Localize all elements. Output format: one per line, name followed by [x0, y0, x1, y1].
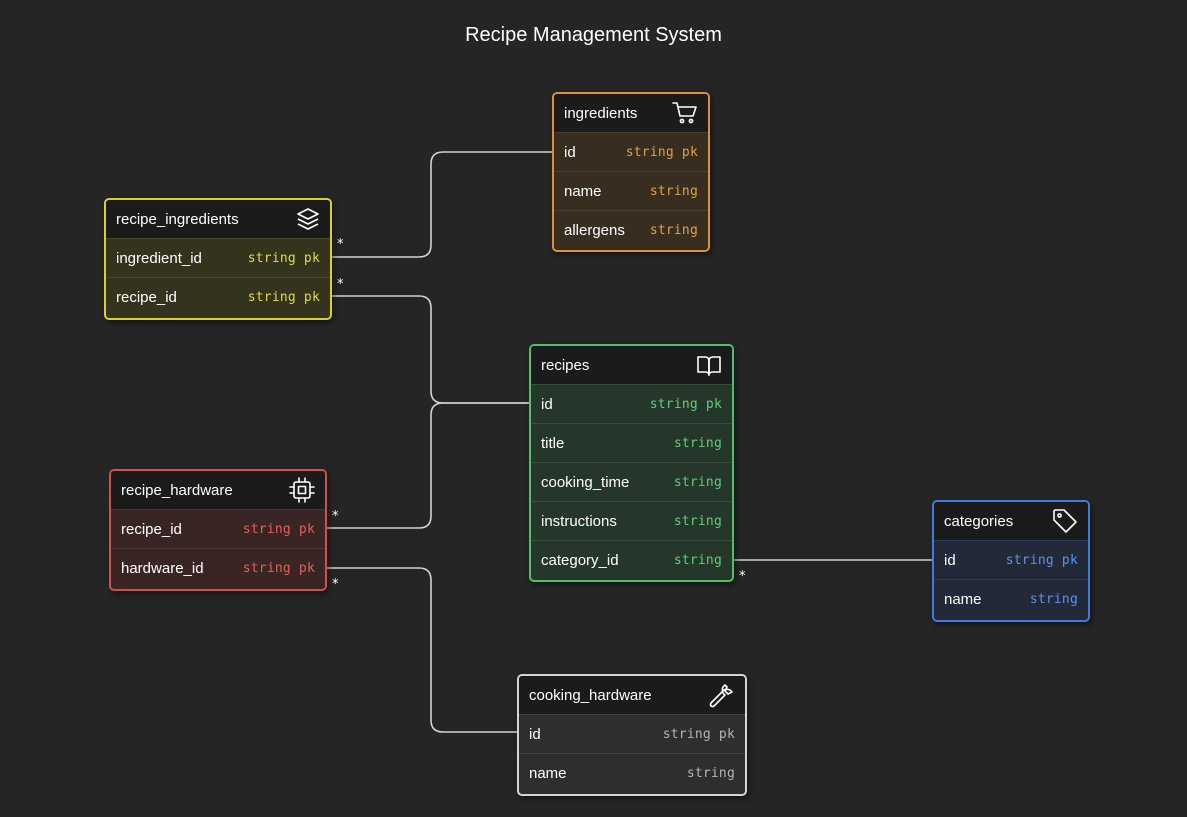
entity-header[interactable]: recipe_ingredients: [106, 200, 330, 238]
field-name: name: [564, 182, 602, 200]
field-type: string: [1029, 591, 1078, 607]
entity-title: recipes: [541, 356, 590, 374]
field-type: string: [686, 765, 735, 781]
entity-title: recipe_ingredients: [116, 210, 239, 228]
entity-header[interactable]: recipes: [531, 346, 732, 384]
field-row[interactable]: allergens string: [554, 210, 708, 249]
layers-icon: [296, 207, 320, 231]
link-ri-recipe-id: [327, 295, 532, 404]
link-hardware-id: [322, 567, 520, 733]
tag-icon: [1052, 508, 1078, 534]
entity-recipes[interactable]: recipes id string pk title string cookin…: [529, 344, 734, 582]
entity-title: ingredients: [564, 104, 638, 122]
field-type: string pk: [242, 521, 315, 537]
field-name: ingredient_id: [116, 249, 202, 267]
field-type: string: [673, 435, 722, 451]
entity-header[interactable]: cooking_hardware: [519, 676, 745, 714]
cardinality-label: *: [337, 237, 344, 252]
field-row[interactable]: name string: [554, 171, 708, 210]
field-row[interactable]: instructions string: [531, 501, 732, 540]
entity-title: recipe_hardware: [121, 481, 233, 499]
field-type: string pk: [242, 560, 315, 576]
field-type: string pk: [649, 396, 722, 412]
entity-title: cooking_hardware: [529, 686, 652, 704]
field-type: string: [673, 474, 722, 490]
field-name: id: [529, 725, 541, 743]
field-row[interactable]: ingredient_id string pk: [106, 238, 330, 277]
field-name: title: [541, 434, 565, 452]
field-row[interactable]: hardware_id string pk: [111, 548, 325, 587]
field-row[interactable]: name string: [934, 579, 1088, 618]
field-type: string: [649, 222, 698, 238]
field-type: string pk: [662, 726, 735, 742]
field-name: name: [529, 764, 567, 782]
entity-cooking-hardware[interactable]: cooking_hardware id string pk name strin…: [517, 674, 747, 796]
entity-header[interactable]: ingredients: [554, 94, 708, 132]
field-name: recipe_id: [116, 288, 177, 306]
field-name: instructions: [541, 512, 617, 530]
field-row[interactable]: id string pk: [531, 384, 732, 423]
field-row[interactable]: cooking_time string: [531, 462, 732, 501]
field-type: string pk: [1005, 552, 1078, 568]
field-type: string pk: [625, 144, 698, 160]
field-name: hardware_id: [121, 559, 204, 577]
field-row[interactable]: name string: [519, 753, 745, 792]
field-row[interactable]: title string: [531, 423, 732, 462]
field-name: name: [944, 590, 982, 608]
field-type: string pk: [247, 289, 320, 305]
cardinality-label: *: [332, 577, 339, 592]
cart-icon: [672, 101, 698, 125]
field-name: cooking_time: [541, 473, 630, 491]
field-type: string: [649, 183, 698, 199]
field-name: allergens: [564, 221, 625, 239]
field-row[interactable]: id string pk: [554, 132, 708, 171]
entity-header[interactable]: recipe_hardware: [111, 471, 325, 509]
link-ingredient-id: [327, 151, 555, 258]
field-row[interactable]: category_id string: [531, 540, 732, 579]
field-row[interactable]: recipe_id string pk: [111, 509, 325, 548]
chip-icon: [289, 477, 315, 503]
field-name: category_id: [541, 551, 619, 569]
cardinality-label: *: [739, 569, 746, 584]
diagram-title: Recipe Management System: [465, 24, 722, 46]
cardinality-label: *: [337, 277, 344, 292]
link-rh-recipe-id: [322, 402, 532, 529]
entity-recipe-hardware[interactable]: recipe_hardware recipe_id string pk hard…: [109, 469, 327, 591]
field-type: string: [673, 552, 722, 568]
field-name: id: [541, 395, 553, 413]
entity-ingredients[interactable]: ingredients id string pk name string all…: [552, 92, 710, 252]
entity-recipe-ingredients[interactable]: recipe_ingredients ingredient_id string …: [104, 198, 332, 320]
field-type: string pk: [247, 250, 320, 266]
entity-title: categories: [944, 512, 1014, 530]
field-row[interactable]: id string pk: [934, 540, 1088, 579]
entity-header[interactable]: categories: [934, 502, 1088, 540]
field-type: string: [673, 513, 722, 529]
field-row[interactable]: id string pk: [519, 714, 745, 753]
wrench-icon: [709, 682, 735, 708]
entity-categories[interactable]: categories id string pk name string: [932, 500, 1090, 622]
field-name: id: [944, 551, 956, 569]
field-name: recipe_id: [121, 520, 182, 538]
field-name: id: [564, 143, 576, 161]
cardinality-label: *: [332, 509, 339, 524]
book-icon: [696, 353, 722, 377]
field-row[interactable]: recipe_id string pk: [106, 277, 330, 316]
